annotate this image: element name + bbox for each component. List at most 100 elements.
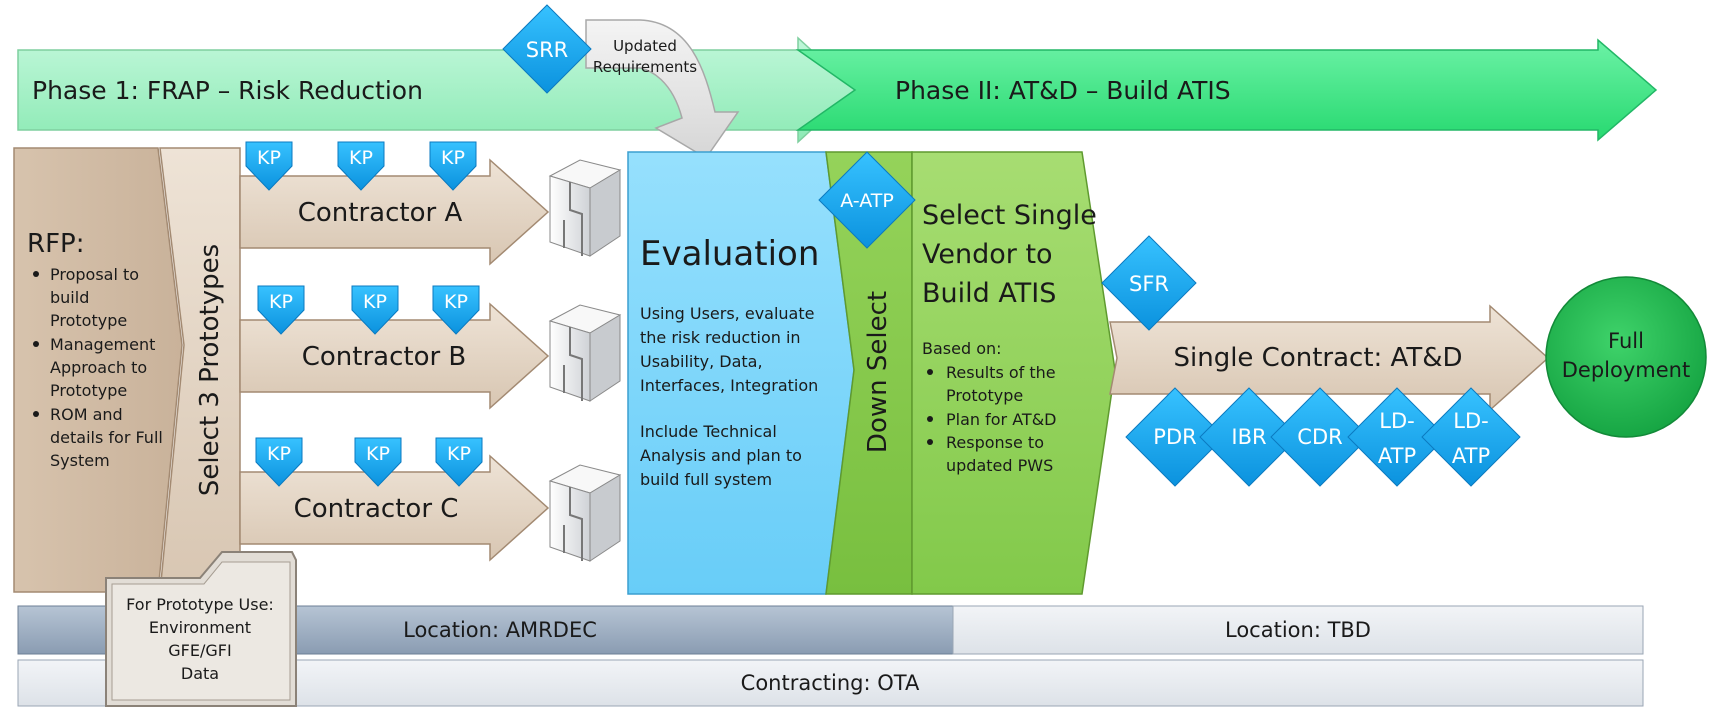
kp-markers: KP KP KP KP KP KP KP KP KP [245, 141, 483, 487]
kp-b3: KP [432, 285, 480, 335]
svg-text:ROM and: ROM and [50, 405, 123, 424]
single-contract-label: Single Contract: AT&D [1173, 343, 1462, 373]
svg-text:KP: KP [257, 147, 281, 169]
svg-text:Vendor to: Vendor to [922, 239, 1053, 270]
rfp-title: RFP: [27, 229, 84, 259]
rfp-bullet-3: ROM and details for Full System [33, 405, 163, 470]
kp-c2: KP [354, 437, 402, 487]
svg-text:LD-: LD- [1453, 409, 1488, 433]
contractor-a-label: Contractor A [298, 198, 463, 228]
kp-b1: KP [257, 285, 305, 335]
evaluation-title: Evaluation [640, 234, 819, 274]
location-tbd-label: Location: TBD [1225, 618, 1371, 642]
down-select-panel: Down Select [825, 151, 913, 595]
svg-text:LD-: LD- [1379, 409, 1414, 433]
evaluation-panel: Evaluation Using Users, evaluate the ris… [627, 151, 855, 595]
svg-text:the risk reduction in: the risk reduction in [640, 328, 801, 347]
svg-text:Interfaces, Integration: Interfaces, Integration [640, 376, 818, 395]
contracting-label: Contracting: OTA [741, 671, 920, 695]
contractor-b-arrow: Contractor B [239, 302, 550, 410]
contractor-c-label: Contractor C [294, 494, 459, 524]
select-vendor-panel: Select Single Vendor to Build ATIS Based… [911, 151, 1116, 595]
contractor-c-arrow: Contractor C [239, 454, 550, 562]
pdr-diamond: PDR [1125, 387, 1225, 487]
svg-text:build: build [50, 288, 89, 307]
svg-text:PDR: PDR [1153, 425, 1196, 449]
rfp-bullet-1: Proposal to build Prototype [33, 265, 139, 330]
svg-text:Response to: Response to [946, 433, 1044, 452]
svg-text:Results of the: Results of the [946, 363, 1056, 382]
ld-atp-diamond-2: LD- ATP [1421, 387, 1521, 487]
phase1-label: Phase 1: FRAP – Risk Reduction [32, 76, 423, 105]
svg-text:KP: KP [447, 443, 471, 465]
kp-c3: KP [435, 437, 483, 487]
post-contract-milestones: PDR IBR CDR LD-ATP LD-ATP [1125, 387, 1521, 487]
svg-text:KP: KP [444, 291, 468, 313]
svg-text:Prototype: Prototype [50, 381, 127, 400]
select-prototypes-label: Select 3 Prototypes [195, 244, 225, 496]
prototype-box-icon-c [548, 464, 622, 562]
svg-text:Management: Management [50, 335, 155, 354]
kp-c1: KP [255, 437, 303, 487]
prototype-box-icon-b [548, 304, 622, 402]
svg-text:Proposal to: Proposal to [50, 265, 139, 284]
location-tbd-bar [952, 605, 1644, 655]
svg-text:Prototype: Prototype [50, 311, 127, 330]
srr-diamond: SRR [502, 4, 592, 94]
rfp-panel: RFP: Proposal to build Prototype Managem… [13, 147, 183, 593]
svg-text:System: System [50, 451, 110, 470]
svg-text:Analysis and plan to: Analysis and plan to [640, 446, 802, 465]
based-on-label: Based on: [922, 339, 1002, 358]
svg-text:Build ATIS: Build ATIS [922, 278, 1056, 309]
svg-text:Plan for AT&D: Plan for AT&D [946, 410, 1056, 429]
svg-text:GFE/GFI: GFE/GFI [168, 641, 231, 660]
phase1-arrow: Phase 1: FRAP – Risk Reduction [17, 36, 857, 144]
kp-a1: KP [245, 141, 293, 191]
sfr-label: SFR [1129, 272, 1169, 296]
kp-a2: KP [337, 141, 385, 191]
svg-text:Usability, Data,: Usability, Data, [640, 352, 763, 371]
phase2-label: Phase II: AT&D – Build ATIS [895, 76, 1231, 105]
svg-text:KP: KP [349, 147, 373, 169]
svg-text:KP: KP [366, 443, 390, 465]
svg-text:Using Users, evaluate: Using Users, evaluate [640, 304, 814, 323]
updated-requirements-line2: Requirements [593, 58, 697, 76]
svg-text:KP: KP [363, 291, 387, 313]
svg-text:Approach to: Approach to [50, 358, 147, 377]
svg-text:Select Single: Select Single [922, 200, 1097, 231]
kp-a3: KP [429, 141, 477, 191]
svg-text:For Prototype Use:: For Prototype Use: [126, 595, 274, 614]
svg-text:KP: KP [267, 443, 291, 465]
cdr-diamond: CDR [1270, 387, 1370, 487]
svg-text:ATP: ATP [1452, 444, 1490, 468]
prototype-box-icon-a [548, 159, 622, 257]
contractor-b-label: Contractor B [302, 342, 467, 372]
svg-text:Data: Data [181, 664, 219, 683]
svg-text:Environment: Environment [149, 618, 251, 637]
updated-requirements-arrow: Updated Requirements [585, 19, 740, 160]
svg-text:build full system: build full system [640, 470, 772, 489]
svg-text:Full: Full [1608, 329, 1644, 353]
phase2-arrow: Phase II: AT&D – Build ATIS [795, 38, 1658, 142]
svg-text:updated PWS: updated PWS [946, 456, 1053, 475]
a-atp-label: A-ATP [840, 190, 894, 212]
srr-label: SRR [526, 38, 569, 62]
single-contract-arrow: Single Contract: AT&D [1109, 304, 1550, 412]
svg-text:Deployment: Deployment [1562, 358, 1690, 382]
svg-text:KP: KP [441, 147, 465, 169]
full-deployment-circle: Full Deployment [1545, 276, 1707, 438]
contractor-a-arrow: Contractor A [239, 158, 550, 266]
ibr-diamond: IBR [1199, 387, 1299, 487]
svg-text:KP: KP [269, 291, 293, 313]
svg-text:IBR: IBR [1231, 425, 1266, 449]
svg-text:Include Technical: Include Technical [640, 422, 777, 441]
ld-atp-diamond-1: LD-ATP [1347, 387, 1447, 487]
svg-text:details for Full: details for Full [50, 428, 163, 447]
sfr-diamond: SFR [1101, 235, 1197, 331]
down-select-label: Down Select [863, 291, 893, 453]
kp-b2: KP [351, 285, 399, 335]
prototype-use-note: For Prototype Use: Environment GFE/GFI D… [105, 551, 297, 707]
rfp-bullet-2: Management Approach to Prototype [33, 335, 155, 400]
svg-text:Prototype: Prototype [946, 386, 1023, 405]
